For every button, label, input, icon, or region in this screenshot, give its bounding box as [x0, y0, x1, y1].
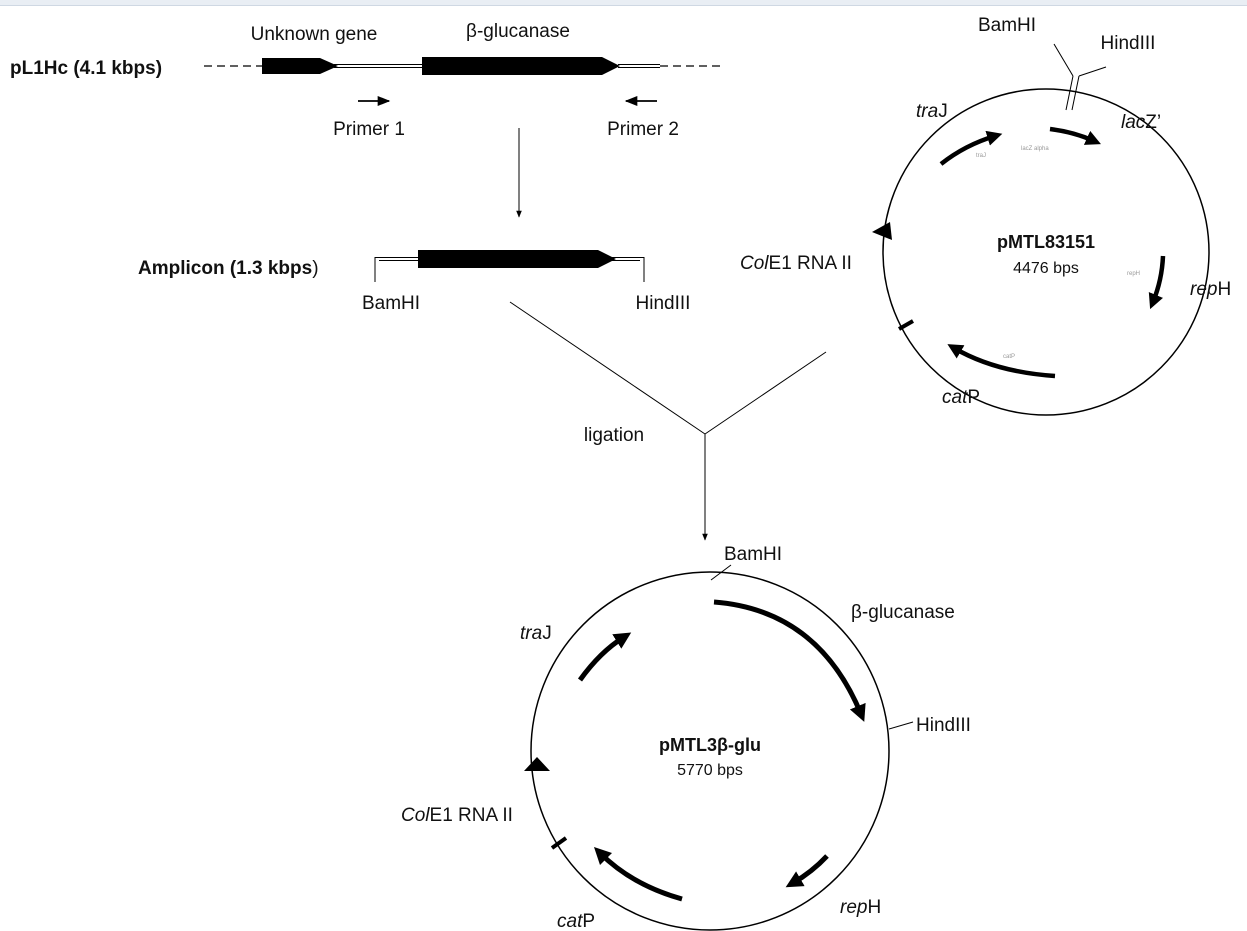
pmtl83151-lacz-label: lacZ’: [1121, 112, 1161, 133]
pmtl3-b-glucanase-label: β-glucanase: [851, 602, 955, 623]
pmtl83151-catp-label: catP: [942, 387, 980, 408]
pmtl3-size: 5770 bps: [677, 762, 743, 779]
pmtl83151-reph-arrow: [1148, 255, 1166, 310]
ligation-lines: [509, 301, 827, 541]
amplicon-dna-line: [374, 257, 645, 282]
unknown-gene-arrow: [262, 58, 338, 74]
pmtl83151-traj-label: traJ: [916, 101, 948, 122]
pmtl3-cole1-label: ColE1 RNA II: [401, 805, 513, 826]
pmtl3-catp-arrow: [593, 846, 683, 902]
amplicon-b-glucanase-arrow: [418, 250, 616, 268]
pmtl3-cole1-origin-marker: [524, 757, 550, 771]
ligation-label: ligation: [584, 425, 644, 446]
b-glucanase-label: β-glucanase: [466, 21, 570, 42]
pmtl3-cut-mark: [550, 836, 568, 850]
pmtl3-reph-arrow: [785, 854, 829, 888]
pmtl83151-cole1-origin-marker: [872, 222, 892, 240]
pmtl3-hindiii-tick: [888, 721, 914, 730]
pmtl83151-mcs-site: [1053, 43, 1107, 111]
pl1hc-dna-line: [204, 64, 722, 68]
amplicon-hindiii-label: HindIII: [636, 293, 691, 314]
primer1-label: Primer 1: [333, 119, 405, 140]
pmtl83151-catp-arrow: [947, 344, 1056, 379]
pmtl83151-bamhi-label: BamHI: [978, 15, 1036, 36]
pmtl83151-circle: [882, 88, 1210, 416]
pmtl83151-tiny-lacz: lacZ alpha: [1021, 146, 1049, 152]
pmtl3-traj-arrow: [577, 632, 632, 682]
pmtl83151-cole1-label: ColE1 RNA II: [740, 253, 852, 274]
pmtl83151-size: 4476 bps: [1013, 260, 1079, 277]
pmtl83151-tiny-catp: catP: [1003, 354, 1015, 360]
pmtl3-bamhi-label: BamHI: [724, 544, 782, 565]
pl1hc-label: pL1Hc (4.1 kbps): [10, 58, 162, 79]
pmtl83151-hindiii-label: HindIII: [1101, 33, 1156, 54]
amplicon-label: Amplicon (1.3 kbps): [138, 258, 319, 279]
pmtl3-circle: [530, 571, 890, 931]
pmtl83151-tiny-traj: traJ: [976, 153, 986, 159]
pmtl3-catp-label: catP: [557, 911, 595, 931]
pmtl83151-lacz-arrow: [1049, 126, 1101, 145]
pmtl3-title: pMTL3β-glu: [659, 735, 761, 755]
pmtl83151-traj-arrow: [939, 130, 1003, 166]
pmtl3-hindiii-label: HindIII: [916, 715, 971, 736]
amplicon-bamhi-label: BamHI: [362, 293, 420, 314]
pmtl3-reph-label: repH: [840, 897, 881, 918]
pmtl83151-reph-label: repH: [1190, 279, 1231, 300]
pmtl3-traj-label: traJ: [520, 623, 552, 644]
b-glucanase-gene-arrow: [422, 57, 620, 75]
unknown-gene-label: Unknown gene: [251, 24, 378, 45]
pmtl83151-title: pMTL83151: [997, 232, 1095, 252]
pmtl83151-cut-mark: [898, 319, 914, 331]
primer2-label: Primer 2: [607, 119, 679, 140]
window-top-bar: [0, 0, 1247, 6]
pmtl3-b-glucanase-arrow: [713, 599, 866, 722]
pmtl3-bamhi-tick: [710, 564, 732, 581]
pmtl83151-tiny-reph: repH: [1127, 271, 1140, 277]
